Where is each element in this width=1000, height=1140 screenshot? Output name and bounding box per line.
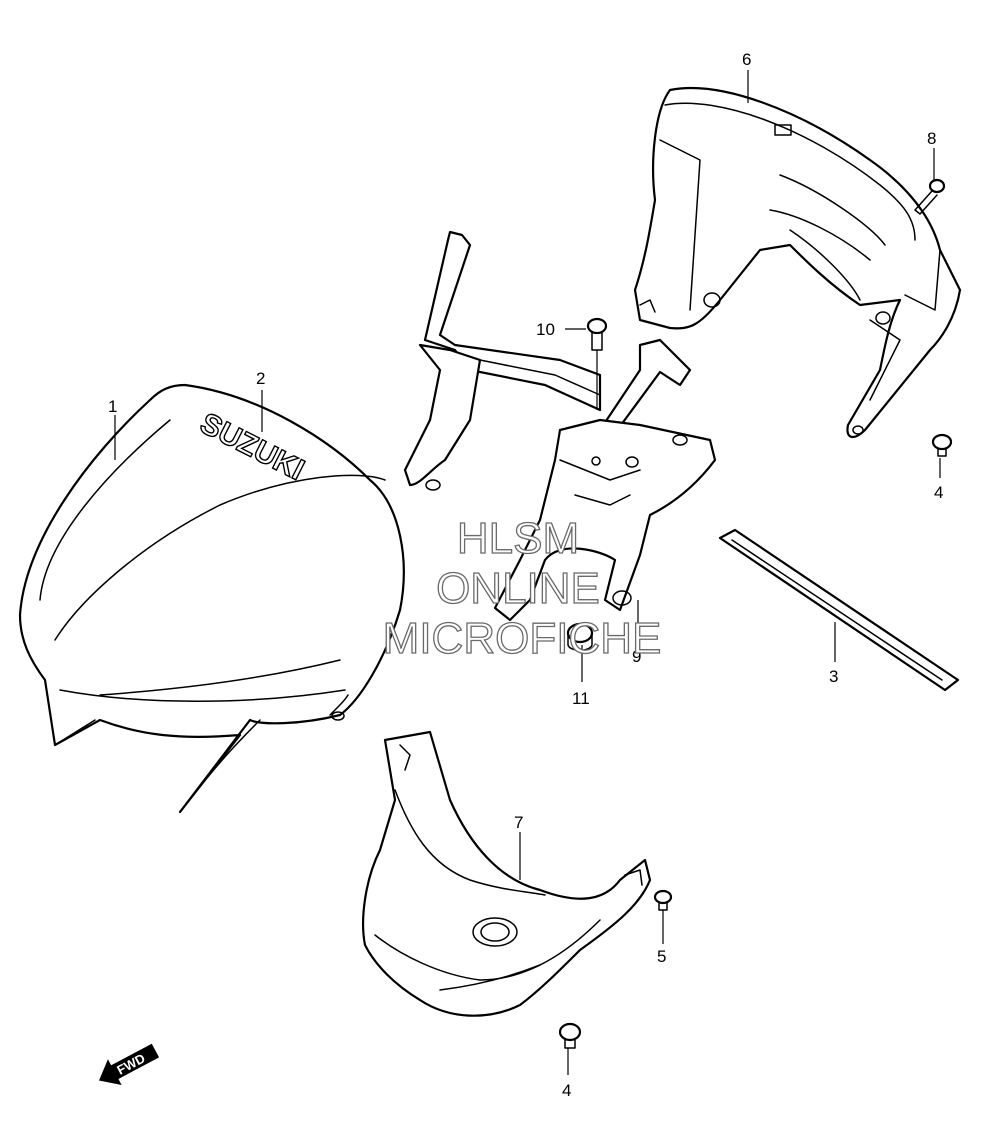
- callout-1: 1: [108, 397, 117, 416]
- callout-3: 3: [829, 667, 838, 686]
- watermark-line-1: HLSM: [457, 514, 579, 563]
- part-4-clip-upper: [931, 433, 953, 457]
- callout-8: 8: [927, 129, 936, 148]
- leader-lines: [114, 70, 941, 1075]
- callout-4-lower: 4: [562, 1081, 571, 1100]
- callout-5: 5: [657, 947, 666, 966]
- callout-9: 9: [632, 647, 641, 666]
- callout-10: 10: [536, 320, 555, 339]
- callout-4-upper: 4: [934, 483, 943, 502]
- part-5-clip: [653, 889, 673, 911]
- fwd-arrow-icon: FWD: [98, 1043, 160, 1086]
- fwd-label: FWD: [114, 1051, 147, 1078]
- callout-11: 11: [572, 689, 590, 708]
- watermark: HLSM ONLINE MICROFICHE: [382, 513, 662, 663]
- part-10-bolt: [586, 317, 608, 351]
- watermark-line-2: ONLINE: [436, 564, 600, 613]
- part-3-gasket: [718, 528, 960, 692]
- callout-7: 7: [514, 813, 523, 832]
- callout-2: 2: [256, 369, 265, 388]
- callout-6: 6: [742, 50, 751, 69]
- part-9-bracket: [403, 230, 717, 622]
- part-8-screw: [914, 178, 946, 215]
- part-7-lower-cover: [362, 730, 652, 1017]
- part-6-upper-cover: [633, 86, 962, 438]
- watermark-line-3: MICROFICHE: [383, 614, 662, 663]
- part-4-clip-lower: [558, 1022, 582, 1049]
- part-1-front-cowl: [18, 383, 405, 814]
- callout-labels: 1 2 3 4 4 5 6 7 8 9 10 11: [108, 50, 943, 1100]
- part-11-grommet: [566, 622, 594, 651]
